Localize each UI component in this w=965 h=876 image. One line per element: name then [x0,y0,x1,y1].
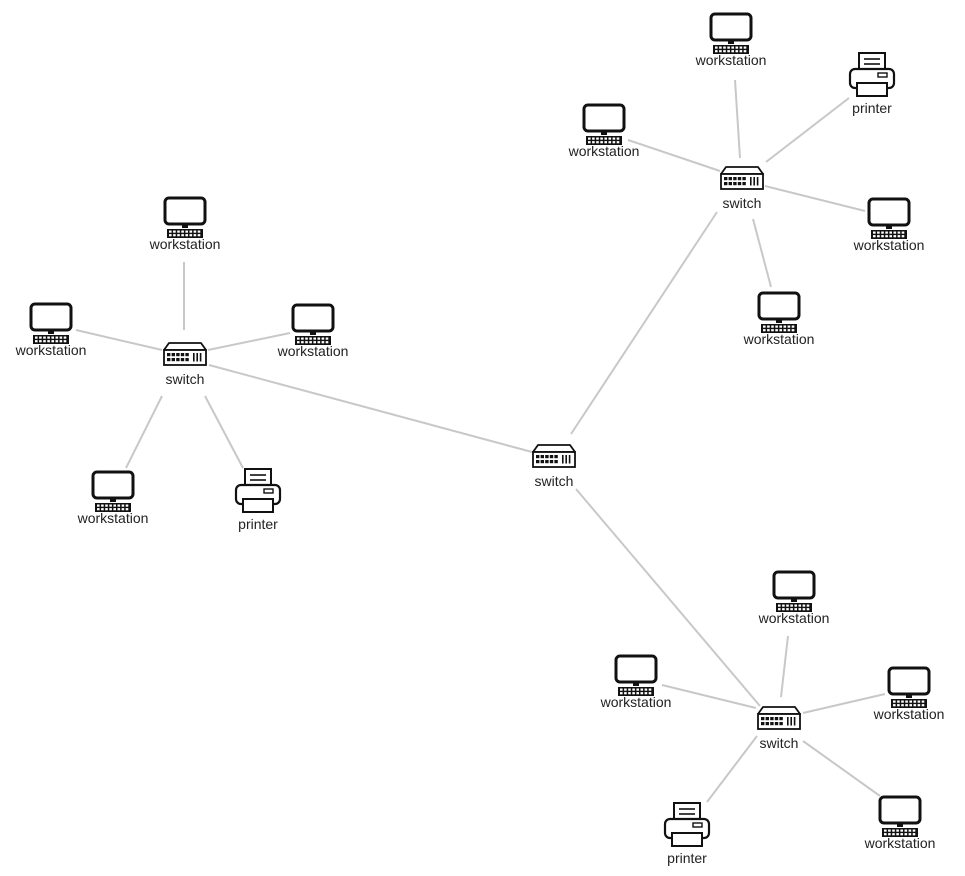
workstation-label: workstation [758,610,830,626]
workstation-label: workstation [600,694,672,710]
workstation-node[interactable]: workstation [758,570,830,626]
printer-node[interactable]: printer [848,52,896,116]
switch-label: switch [535,473,574,489]
workstation-node[interactable]: workstation [15,302,87,358]
switch-node[interactable]: switch [720,166,764,211]
workstation-node[interactable]: workstation [873,666,945,722]
switch-label: switch [760,735,799,751]
edge-sw-left-ws-l4 [125,395,163,469]
workstation-icon [887,666,931,708]
printer-label: printer [852,100,892,116]
edge-sw-top-ws-t2 [627,139,721,172]
workstation-label: workstation [149,236,221,252]
edge-sw-center-sw-top [570,211,718,435]
edge-sw-left-ws-l3 [207,332,291,351]
switch-node[interactable]: switch [757,706,801,751]
edge-sw-center-sw-bottom [575,488,761,707]
workstation-icon [772,570,816,612]
workstation-label: workstation [864,835,936,851]
edge-sw-bottom-pr-b [706,735,758,803]
workstation-icon [291,303,335,345]
edge-sw-bottom-ws-b1 [780,635,789,698]
switch-label: switch [723,195,762,211]
workstation-label: workstation [695,52,767,68]
printer-icon [234,468,282,513]
workstation-node[interactable]: workstation [277,303,349,359]
printer-label: printer [667,850,707,866]
workstation-node[interactable]: workstation [600,654,672,710]
edge-sw-center-sw-left [208,364,533,453]
edges-layer [75,79,886,803]
edge-sw-top-pr-t [765,97,850,163]
workstation-node[interactable]: workstation [695,12,767,68]
edge-sw-top-ws-t3 [764,185,866,212]
switch-label: switch [166,371,205,387]
workstation-icon [614,654,658,696]
printer-icon [663,802,711,847]
workstation-label: workstation [568,143,640,159]
edge-sw-left-pr-l [204,395,244,469]
switch-icon [163,342,207,366]
switch-node[interactable]: switch [163,342,207,387]
workstation-node[interactable]: workstation [568,103,640,159]
workstation-node[interactable]: workstation [864,795,936,851]
workstation-label: workstation [743,331,815,347]
workstation-node[interactable]: workstation [853,197,925,253]
workstation-icon [29,302,73,344]
printer-label: printer [238,516,278,532]
printer-node[interactable]: printer [234,468,282,532]
edge-sw-bottom-ws-b2 [661,684,757,709]
workstation-label: workstation [853,237,925,253]
printer-node[interactable]: printer [663,802,711,866]
switch-icon [757,706,801,730]
switch-icon [720,166,764,190]
workstation-icon [709,12,753,54]
workstation-node[interactable]: workstation [743,291,815,347]
workstation-label: workstation [277,343,349,359]
workstation-node[interactable]: workstation [149,196,221,252]
workstation-label: workstation [77,510,149,526]
workstation-icon [757,291,801,333]
workstation-label: workstation [15,342,87,358]
nodes-layer: switch switch switch switch workstation works… [15,12,945,866]
workstation-node[interactable]: workstation [77,470,149,526]
edge-sw-top-ws-t4 [752,218,772,288]
printer-icon [848,52,896,97]
workstation-label: workstation [873,706,945,722]
workstation-icon [163,196,207,238]
switch-node[interactable]: switch [532,444,576,489]
workstation-icon [878,795,922,837]
edge-sw-left-ws-l2 [75,329,163,351]
workstation-icon [91,470,135,512]
workstation-icon [867,197,911,239]
workstation-icon [582,103,626,145]
edge-sw-bottom-ws-b3 [802,693,886,714]
edge-sw-top-ws-t1 [734,79,741,159]
edge-sw-bottom-ws-b4 [802,740,881,797]
switch-icon [532,444,576,468]
